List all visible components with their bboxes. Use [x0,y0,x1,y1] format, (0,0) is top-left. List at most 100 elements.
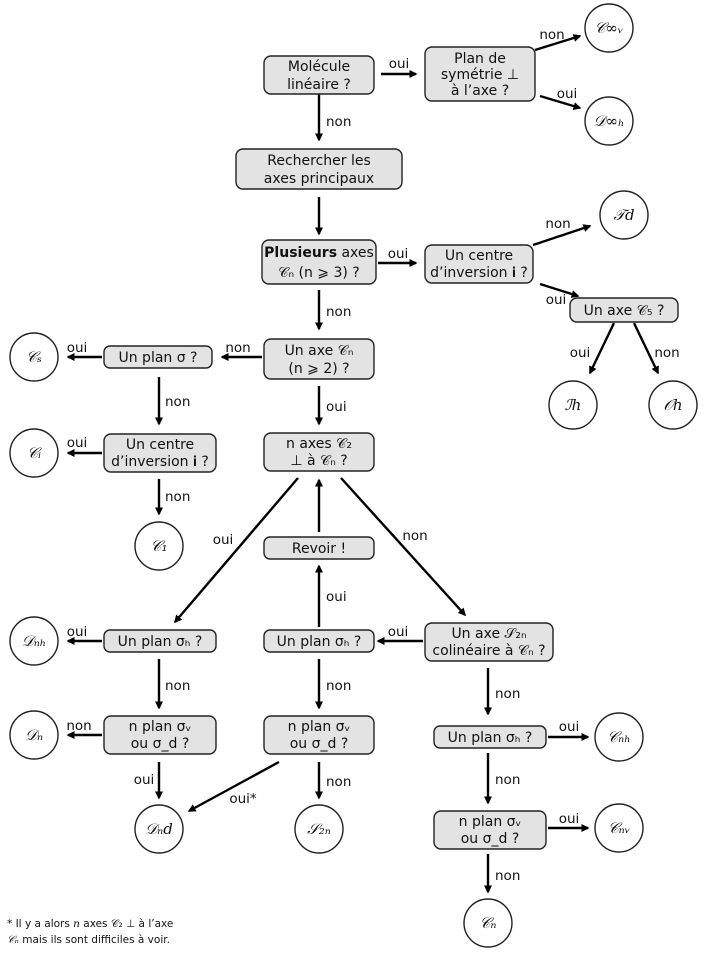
svg-text:𝒟∞ₕ: 𝒟∞ₕ [594,112,625,130]
svg-text:Un axe 𝒞ₙ: Un axe 𝒞ₙ [285,343,354,359]
svg-text:colinéaire à 𝒞ₙ ?: colinéaire à 𝒞ₙ ? [432,643,545,659]
arrow-nplan-mid-to-s2n: non [315,762,351,800]
arrow-sym-to-cinfv: non [534,27,582,52]
svg-text:Un centre: Un centre [445,248,513,264]
group-cnv: 𝒞ₙᵥ [594,803,644,853]
svg-text:𝒞ₙₕ: 𝒞ₙₕ [607,728,631,746]
group-cn: 𝒞ₙ [463,898,513,948]
group-ih: ℐh [548,380,598,430]
label-oui: oui [388,624,409,640]
svg-text:Un centre: Un centre [126,437,194,453]
arrow-plansigma-to-inv2: non [155,377,190,426]
group-d-inf-h: 𝒟∞ₕ [584,96,634,146]
svg-text:𝒞₁: 𝒞₁ [151,537,168,555]
svg-text:𝒟ₙₕ: 𝒟ₙₕ [22,632,47,650]
group-ci: 𝒞ᵢ [9,428,59,478]
label-non: non [165,394,190,410]
question-n-plan-mid: n plan σᵥ ou σ_d ? [263,715,375,755]
arrow-lineaire-to-axes: non [315,94,351,142]
label-non: non [326,678,351,694]
arrow-planh-left-to-nplan-left: non [155,659,190,710]
arrow-nplan-left-to-dnd: oui [134,762,163,800]
svg-text:Un plan σₕ ?: Un plan σₕ ? [118,634,203,650]
label-non: non [495,772,520,788]
svg-text:n axes 𝒞₂: n axes 𝒞₂ [286,436,352,452]
label-oui: oui [326,399,347,415]
svg-text:ou σ_d ?: ou σ_d ? [461,831,520,847]
group-s2n: 𝒮₂ₙ [294,804,344,854]
question-axe-cn: Un axe 𝒞ₙ (n ⩾ 2) ? [263,338,375,380]
group-dn: 𝒟ₙ [9,710,59,760]
label-non: non [495,686,520,702]
arrow-planh-mid-to-nplan-mid: non [315,659,351,710]
arrow-s2n-to-planh-right: non [484,668,520,716]
label-non: non [225,340,250,356]
arrow-inv1-to-td: non [532,216,592,247]
label-non: non [402,528,427,544]
arrow-plusieurs-to-axecn: non [315,290,351,331]
label-non: non [66,718,91,734]
svg-text:𝒟ₙd: 𝒟ₙd [145,820,173,838]
label-oui: oui [557,86,578,102]
arrow-nplan-right-to-cnv: oui [548,811,590,832]
svg-text:𝒞ₙ (n ⩾ 3) ?: 𝒞ₙ (n ⩾ 3) ? [278,265,359,281]
svg-text:n plan σᵥ: n plan σᵥ [288,719,351,735]
label-non: non [654,345,679,361]
arrow-naxes-to-planh-left: oui [174,477,299,624]
group-cs: 𝒞ₛ [9,332,59,382]
label-non: non [539,27,564,43]
svg-text:Un plan σₕ ?: Un plan σₕ ? [277,634,362,650]
arrow-axecn-to-plansigma: non [220,340,262,361]
label-oui: oui [559,811,580,827]
svg-text:𝒞∞ᵥ: 𝒞∞ᵥ [594,19,623,37]
label-oui: oui [559,719,580,735]
arrow-planh-right-to-nplan-right: non [484,753,520,805]
svg-text:Un plan σₕ ?: Un plan σₕ ? [448,730,533,746]
arrow-sym-to-dinfh: oui [539,86,582,110]
label-oui: oui [67,435,88,451]
label-oui: oui [67,624,88,640]
question-axe-s2n: Un axe 𝒮₂ₙ colinéaire à 𝒞ₙ ? [424,622,554,662]
group-dnd: 𝒟ₙd [134,804,184,854]
group-cnh: 𝒞ₙₕ [594,712,644,762]
svg-text:𝒪h: 𝒪h [663,396,682,414]
arrow-nplan-mid-to-dnd: oui* [187,760,280,813]
label-non: non [545,216,570,232]
label-oui: oui [546,292,567,308]
svg-text:ℐh: ℐh [565,396,582,414]
step-revoir: Revoir ! [263,536,375,560]
label-non: non [326,774,351,790]
question-centre-inversion-1: Un centre d’inversion 𝐢 ? [424,244,534,284]
arrow-plansigma-to-cs: oui [66,340,102,361]
svg-text:ou σ_d ?: ou σ_d ? [131,736,190,752]
question-plan-symetrie: Plan de symétrie ⊥ à l’axe ? [424,46,536,102]
group-c1: 𝒞₁ [134,521,184,571]
question-plan-sigma-h-left: Un plan σₕ ? [103,629,217,653]
label-non: non [165,678,190,694]
svg-text:Molécule: Molécule [288,59,350,75]
svg-text:(n ⩾ 2) ?: (n ⩾ 2) ? [288,361,349,377]
question-plan-sigma-h-right: Un plan σₕ ? [433,725,547,749]
svg-text:n plan σᵥ: n plan σᵥ [129,719,192,735]
question-n-axes-c2: n axes 𝒞₂ ⊥ à 𝒞ₙ ? [263,432,375,472]
question-plan-sigma: Un plan σ ? [103,345,213,369]
label-oui-star: oui* [229,791,257,807]
label-oui: oui [326,589,347,605]
svg-text:d’inversion 𝐢 ?: d’inversion 𝐢 ? [430,265,528,281]
question-centre-inversion-2: Un centre d’inversion 𝐢 ? [103,433,217,473]
svg-text:Un axe 𝒞₅ ?: Un axe 𝒞₅ ? [584,303,665,319]
svg-text:Un plan σ ?: Un plan σ ? [118,350,197,366]
label-oui: oui [213,532,234,548]
svg-text:𝒞ᵢ: 𝒞ᵢ [27,444,42,462]
svg-text:Plusieurs axes: Plusieurs axes [264,245,374,261]
svg-text:𝒯d: 𝒯d [613,206,634,224]
label-non: non [495,868,520,884]
svg-text:Revoir !: Revoir ! [292,541,346,557]
arrow-planh-right-to-cnh: oui [548,719,590,741]
arrow-planh-mid-to-revoir: oui [315,564,347,627]
question-plusieurs-axes: Plusieurs axes 𝒞ₙ (n ⩾ 3) ? [261,239,377,285]
footnote-line-2: 𝒞ₙ mais ils sont difficiles à voir. [7,934,170,946]
question-molecule-lineaire: Molécule linéaire ? [263,55,375,95]
question-plan-sigma-h-mid: Un plan σₕ ? [263,629,375,653]
arrow-inv2-to-ci: oui [66,435,102,457]
